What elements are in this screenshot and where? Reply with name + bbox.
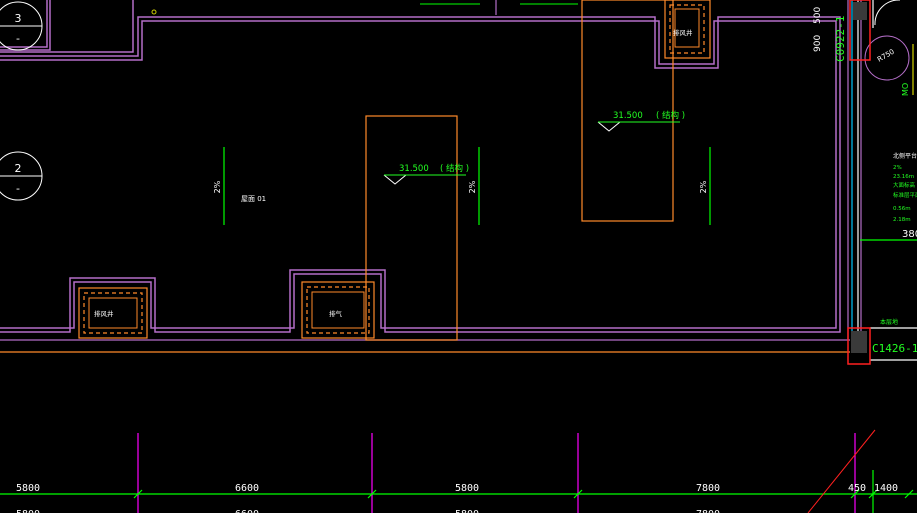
shaft-box (301, 281, 375, 339)
slope-lines (223, 147, 711, 225)
axis-bubble-number: 3 (15, 12, 22, 25)
dim-text: 5800 (455, 483, 479, 494)
legend-line: 标准层平面图 (893, 191, 917, 199)
right-dim: 900 (813, 35, 823, 52)
elevation-note: ( 结构 ) (656, 110, 685, 121)
shaft-box (78, 287, 148, 339)
shaft-box (664, 0, 711, 59)
axis-bubble-number: 2 (15, 162, 22, 175)
column-red (849, 0, 871, 61)
shaft-label: 排气 (329, 309, 343, 318)
elevation-value: 31.500 (613, 111, 643, 121)
dim-text: 450 (848, 483, 866, 494)
dimension-texts-row2: 5800 6600 5800 7800 (16, 509, 720, 513)
door-label-bottom: C1426-1 (872, 342, 917, 355)
column-fill (853, 2, 867, 20)
dimension-texts-row1: 5800 6600 5800 7800 450 1400 (16, 483, 898, 494)
shaft-label: 排风井 (94, 309, 114, 318)
elevation-value: 31.500 (399, 164, 429, 174)
bottom-note: 本层地 (880, 318, 898, 326)
roof-structure-outline (581, 0, 674, 222)
legend-dim: 380 (902, 229, 917, 240)
legend-line: 23.16m (893, 174, 914, 180)
slope-label: 2% (213, 180, 222, 193)
roof-outer-wall (0, 16, 841, 333)
dim-text: 6600 (235, 509, 259, 513)
elevation-marks (383, 121, 680, 185)
dim-text: 5800 (16, 483, 40, 494)
column-red (847, 327, 871, 365)
axis-bubble-sub: - (16, 182, 20, 195)
dimension-lines (0, 429, 917, 513)
door-swing (864, 0, 914, 95)
dim-text: 1400 (874, 483, 898, 494)
elevation-note: ( 结构 ) (440, 163, 469, 174)
legend-line: 0.56m (893, 206, 911, 212)
dim-text: 5800 (455, 509, 479, 513)
legend-line: 2% (893, 165, 902, 171)
roof-label: 屋面 01 (241, 195, 266, 203)
dim-text: 7800 (696, 509, 720, 513)
dim-text: 7800 (696, 483, 720, 494)
legend-line: 2.18m (893, 217, 911, 223)
point-marker (151, 9, 157, 15)
section-cut-line (807, 429, 876, 513)
shaft-label: 排风井 (673, 28, 693, 37)
right-dim: 500 (813, 7, 823, 24)
legend-line: 大面标高 (893, 181, 916, 189)
slope-label: 2% (468, 180, 477, 193)
door-label-top: C0922-1 (834, 16, 847, 62)
legend-title: 北侧平台面 (893, 152, 917, 160)
dim-text: 6600 (235, 483, 259, 494)
axis-bubble-2 (0, 151, 43, 201)
axis-bubble-sub: - (16, 32, 20, 45)
right-edge-text: MO (901, 83, 910, 96)
column-fill (851, 331, 867, 353)
right-wall (847, 0, 917, 361)
axis-bubble-3 (0, 1, 43, 51)
dim-text: 5800 (16, 509, 40, 513)
slope-label: 2% (699, 180, 708, 193)
roof-structure-outline (365, 115, 458, 341)
circle-label: R750 (876, 48, 896, 64)
